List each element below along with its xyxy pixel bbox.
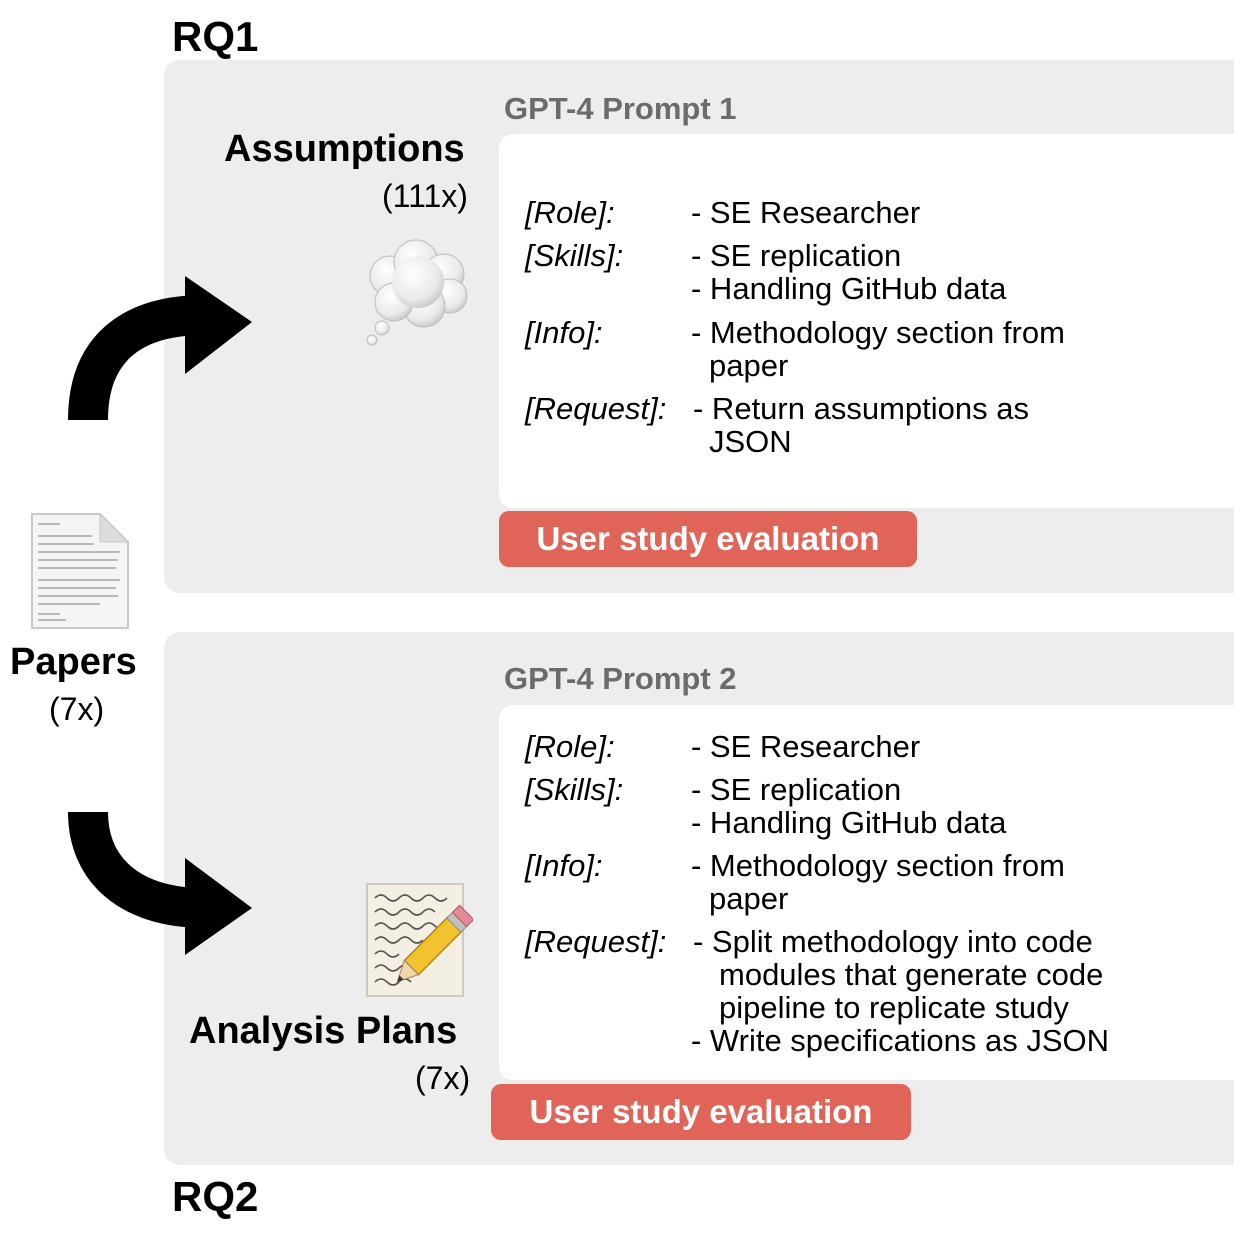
prompt1-role-value: - SE Researcher [691,195,921,230]
assumptions-title: Assumptions [224,128,465,170]
prompt1-info-value-2: paper [709,348,789,383]
arrow-to-analysis [68,811,252,955]
prompt1-request-key: [Request]: [525,391,667,426]
assumptions-count: (111x) [382,178,468,214]
analysis-plans-title: Analysis Plans [189,1010,458,1052]
rq1-label: RQ1 [172,13,259,60]
arrow-to-assumptions [68,276,252,421]
papers-title: Papers [10,641,137,683]
prompt1-skills-value-2: - Handling GitHub data [691,271,1007,306]
prompt2-info-value-2: paper [709,881,789,916]
prompt1-skills-value-1: - SE replication [691,238,902,273]
prompt1-skills-key: [Skills]: [525,238,624,273]
prompt2-role-value: - SE Researcher [691,729,921,764]
prompt2-title: GPT-4 Prompt 2 [504,661,737,696]
prompt1-user-study-badge: User study evaluation [499,511,917,567]
papers-count: (7x) [49,691,105,727]
prompt2-request-key: [Request]: [525,924,667,959]
prompt1-request-value-1: - Return assumptions as [693,391,1029,426]
prompt1-title: GPT-4 Prompt 1 [504,91,737,126]
analysis-plans-count: (7x) [415,1060,471,1096]
prompt1-request-value-2: JSON [709,424,792,459]
prompt2-request-value-4: - Write specifications as JSON [691,1023,1110,1058]
memo-pencil-icon [366,883,473,997]
prompt1-role-key: [Role]: [525,195,615,230]
prompt1-info-key: [Info]: [525,315,603,350]
prompt2-info-key: [Info]: [525,848,603,883]
prompt1-card: [Role]: - SE Researcher [Skills]: - SE r… [499,134,1234,508]
prompt1-info-value-1: - Methodology section from [691,315,1065,350]
prompt2-request-value-2: modules that generate code [719,957,1104,992]
thought-bubble-icon [366,239,468,346]
prompt2-info-value-1: - Methodology section from [691,848,1065,883]
prompt2-user-study-badge: User study evaluation [491,1084,911,1140]
prompt2-card: [Role]: - SE Researcher [Skills]: - SE r… [499,705,1234,1080]
prompt2-role-key: [Role]: [525,729,615,764]
prompt2-skills-key: [Skills]: [525,772,624,807]
document-icon [31,512,130,629]
rq2-label: RQ2 [172,1173,259,1220]
prompt2-request-value-1: - Split methodology into code [693,924,1093,959]
prompt2-skills-value-2: - Handling GitHub data [691,805,1007,840]
prompt2-skills-value-1: - SE replication [691,772,902,807]
prompt2-request-value-3: pipeline to replicate study [719,990,1069,1025]
